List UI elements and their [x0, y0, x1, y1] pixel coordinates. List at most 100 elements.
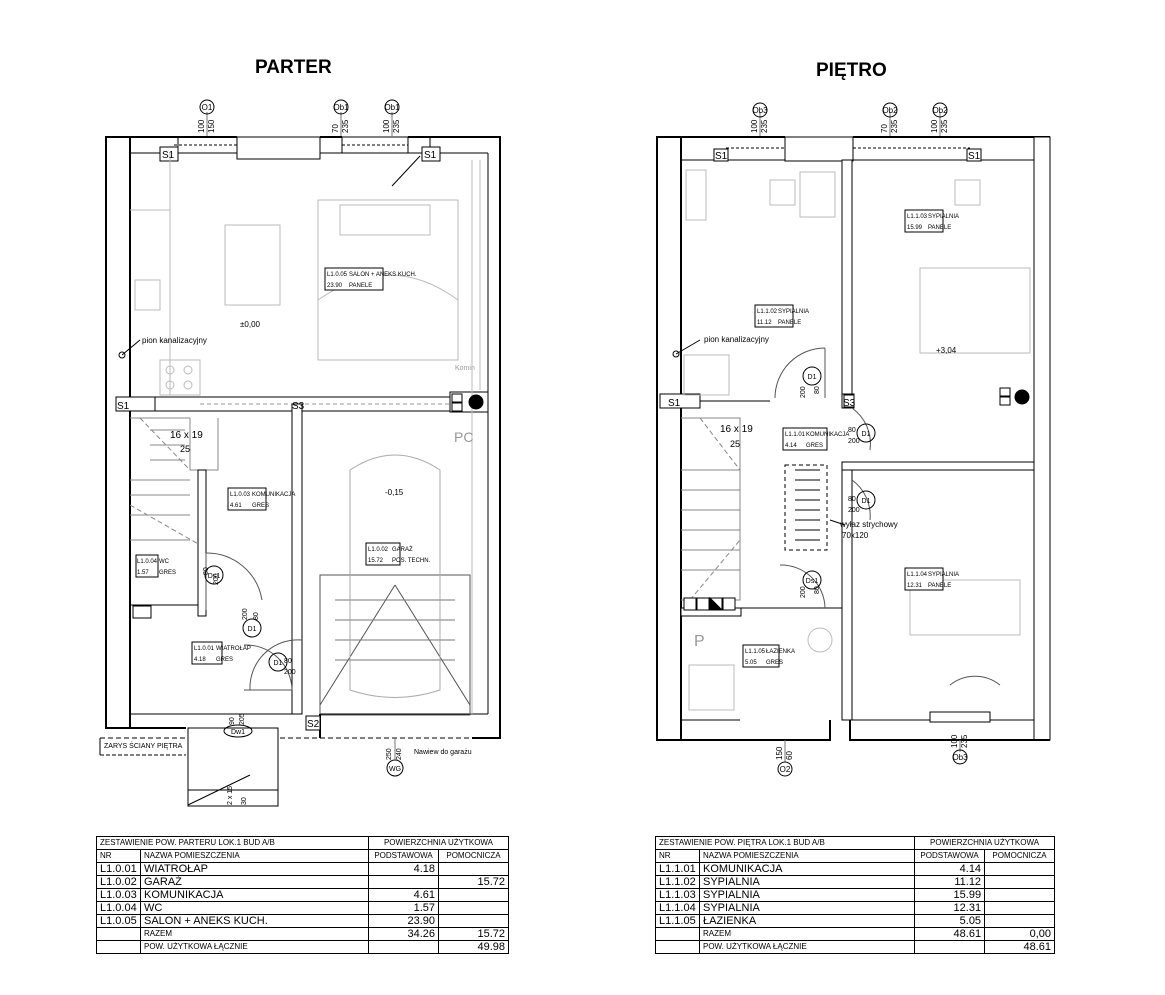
stairs-label: 25: [730, 439, 740, 449]
room-area: 5.05: [745, 660, 757, 666]
dim-label: 235: [890, 119, 899, 133]
room-area: 4.61: [230, 503, 242, 509]
room-name: SALON + ANEKS KUCH.: [349, 272, 417, 278]
upper-floor-title: PIĘTRO: [816, 60, 887, 81]
room-name: ŁAZIENKA: [766, 649, 795, 655]
room-floor: GRES: [159, 570, 176, 576]
dim-label: 200: [242, 608, 249, 620]
dim-label: 200: [800, 586, 807, 598]
dim-label: 30: [241, 797, 248, 805]
room-name: WC: [159, 559, 170, 565]
dim-label: 200: [284, 669, 296, 676]
axis-marker: [752, 102, 768, 118]
pion-label: pion kanalizacyjny: [142, 336, 207, 345]
column-header: NAZWA POMIESZCZENIA: [140, 849, 369, 863]
axis-marker: [199, 99, 215, 115]
room-name: KOMUNIKACJA: [806, 432, 849, 438]
dim-label: 100: [197, 119, 206, 133]
door-tag: [268, 652, 288, 672]
room-name: SYPIALNIA: [928, 214, 959, 220]
column-label: S1: [968, 151, 981, 162]
room-area: 15.72: [368, 558, 384, 564]
axis-label: O2: [780, 765, 791, 774]
dim-label: 100: [750, 119, 759, 133]
room-area: 1.57: [137, 570, 149, 576]
axis-label: Ob2: [932, 106, 948, 115]
room-floor: POS. TECHN.: [392, 558, 431, 564]
bath-label: P: [694, 633, 705, 650]
dim-label: 100: [930, 119, 939, 133]
dim-label: 240: [396, 748, 403, 760]
room-code: L1.0.03: [230, 492, 251, 498]
table-title: ZESTAWIENIE POW. PIĘTRA LOK.1 BUD A/B: [654, 836, 916, 850]
room-code: L1.1.05: [745, 649, 766, 655]
dim-label: 205: [239, 713, 246, 725]
dim-label: 235: [760, 119, 769, 133]
axis-marker: [932, 102, 948, 118]
room-code: L1.1.01: [785, 432, 806, 438]
door-tag: [856, 423, 876, 443]
stairs-label: 16 x 19: [170, 430, 203, 441]
door-label: Ds1: [806, 578, 819, 585]
column-header: NR: [655, 849, 700, 863]
dim-label: 60: [785, 751, 794, 760]
room-area: 4.14: [785, 443, 797, 449]
dim-label: 235: [960, 734, 969, 748]
room-floor: GRES: [766, 660, 783, 666]
table-group-header: POWIERZCHNIA UŻYTKOWA: [914, 836, 1055, 850]
door-label: D1: [274, 660, 283, 667]
column-header: NR: [96, 849, 141, 863]
room-floor: GRES: [216, 657, 233, 663]
room-name: SYPIALNIA: [778, 309, 809, 315]
room-code: L1.0.02: [368, 547, 389, 553]
door-label: Ds1: [208, 573, 221, 580]
room-floor: PANELE: [928, 583, 951, 589]
door-label: D1: [862, 431, 871, 438]
dim-label: 80: [284, 658, 292, 665]
axis-marker: [384, 99, 400, 115]
axis-label: O1: [202, 103, 213, 112]
dim-label: 80: [848, 427, 856, 434]
level-label: +3,04: [936, 346, 957, 355]
column-label: S1: [668, 398, 681, 409]
column-header: POMOCNICZA: [438, 849, 509, 863]
dim-label: 80: [848, 496, 856, 503]
dim-label: 80: [253, 612, 260, 620]
hatch-label: wyłaz strychowy: [839, 520, 898, 529]
dim-label: 235: [341, 119, 350, 133]
room-area: 23.90: [327, 283, 343, 289]
axis-label: Ob1: [333, 103, 349, 112]
door-label: D1: [808, 374, 817, 381]
column-header: PODSTAWOWA: [368, 849, 439, 863]
room-area: 11.12: [757, 320, 772, 326]
nawiew-label: Nawiew do garażu: [414, 749, 472, 756]
room-area: 12.31: [907, 583, 923, 589]
room-code: L1.0.05: [327, 272, 348, 278]
door-label: D1: [248, 626, 257, 633]
stairs-label: 16 x 19: [720, 424, 753, 435]
dim-label: 70: [331, 124, 340, 133]
room-code: L1.1.04: [907, 572, 928, 578]
column-label: S1: [715, 151, 728, 162]
dim-label: 250: [386, 748, 393, 760]
room-floor: PANELE: [349, 283, 372, 289]
axis-label: Ob2: [882, 106, 898, 115]
zarys-label: ZARYS ŚCIANY PIĘTRA: [104, 741, 183, 750]
dim-label: 100: [382, 119, 391, 133]
door-label: Dw1: [231, 729, 245, 736]
hatch-label: 70x120: [842, 531, 869, 540]
level-label: -0,15: [385, 488, 404, 497]
room-floor: PANELE: [778, 320, 801, 326]
door-tag: [802, 366, 822, 386]
column-label: S1: [424, 150, 437, 161]
pc-label: PC: [454, 429, 473, 445]
